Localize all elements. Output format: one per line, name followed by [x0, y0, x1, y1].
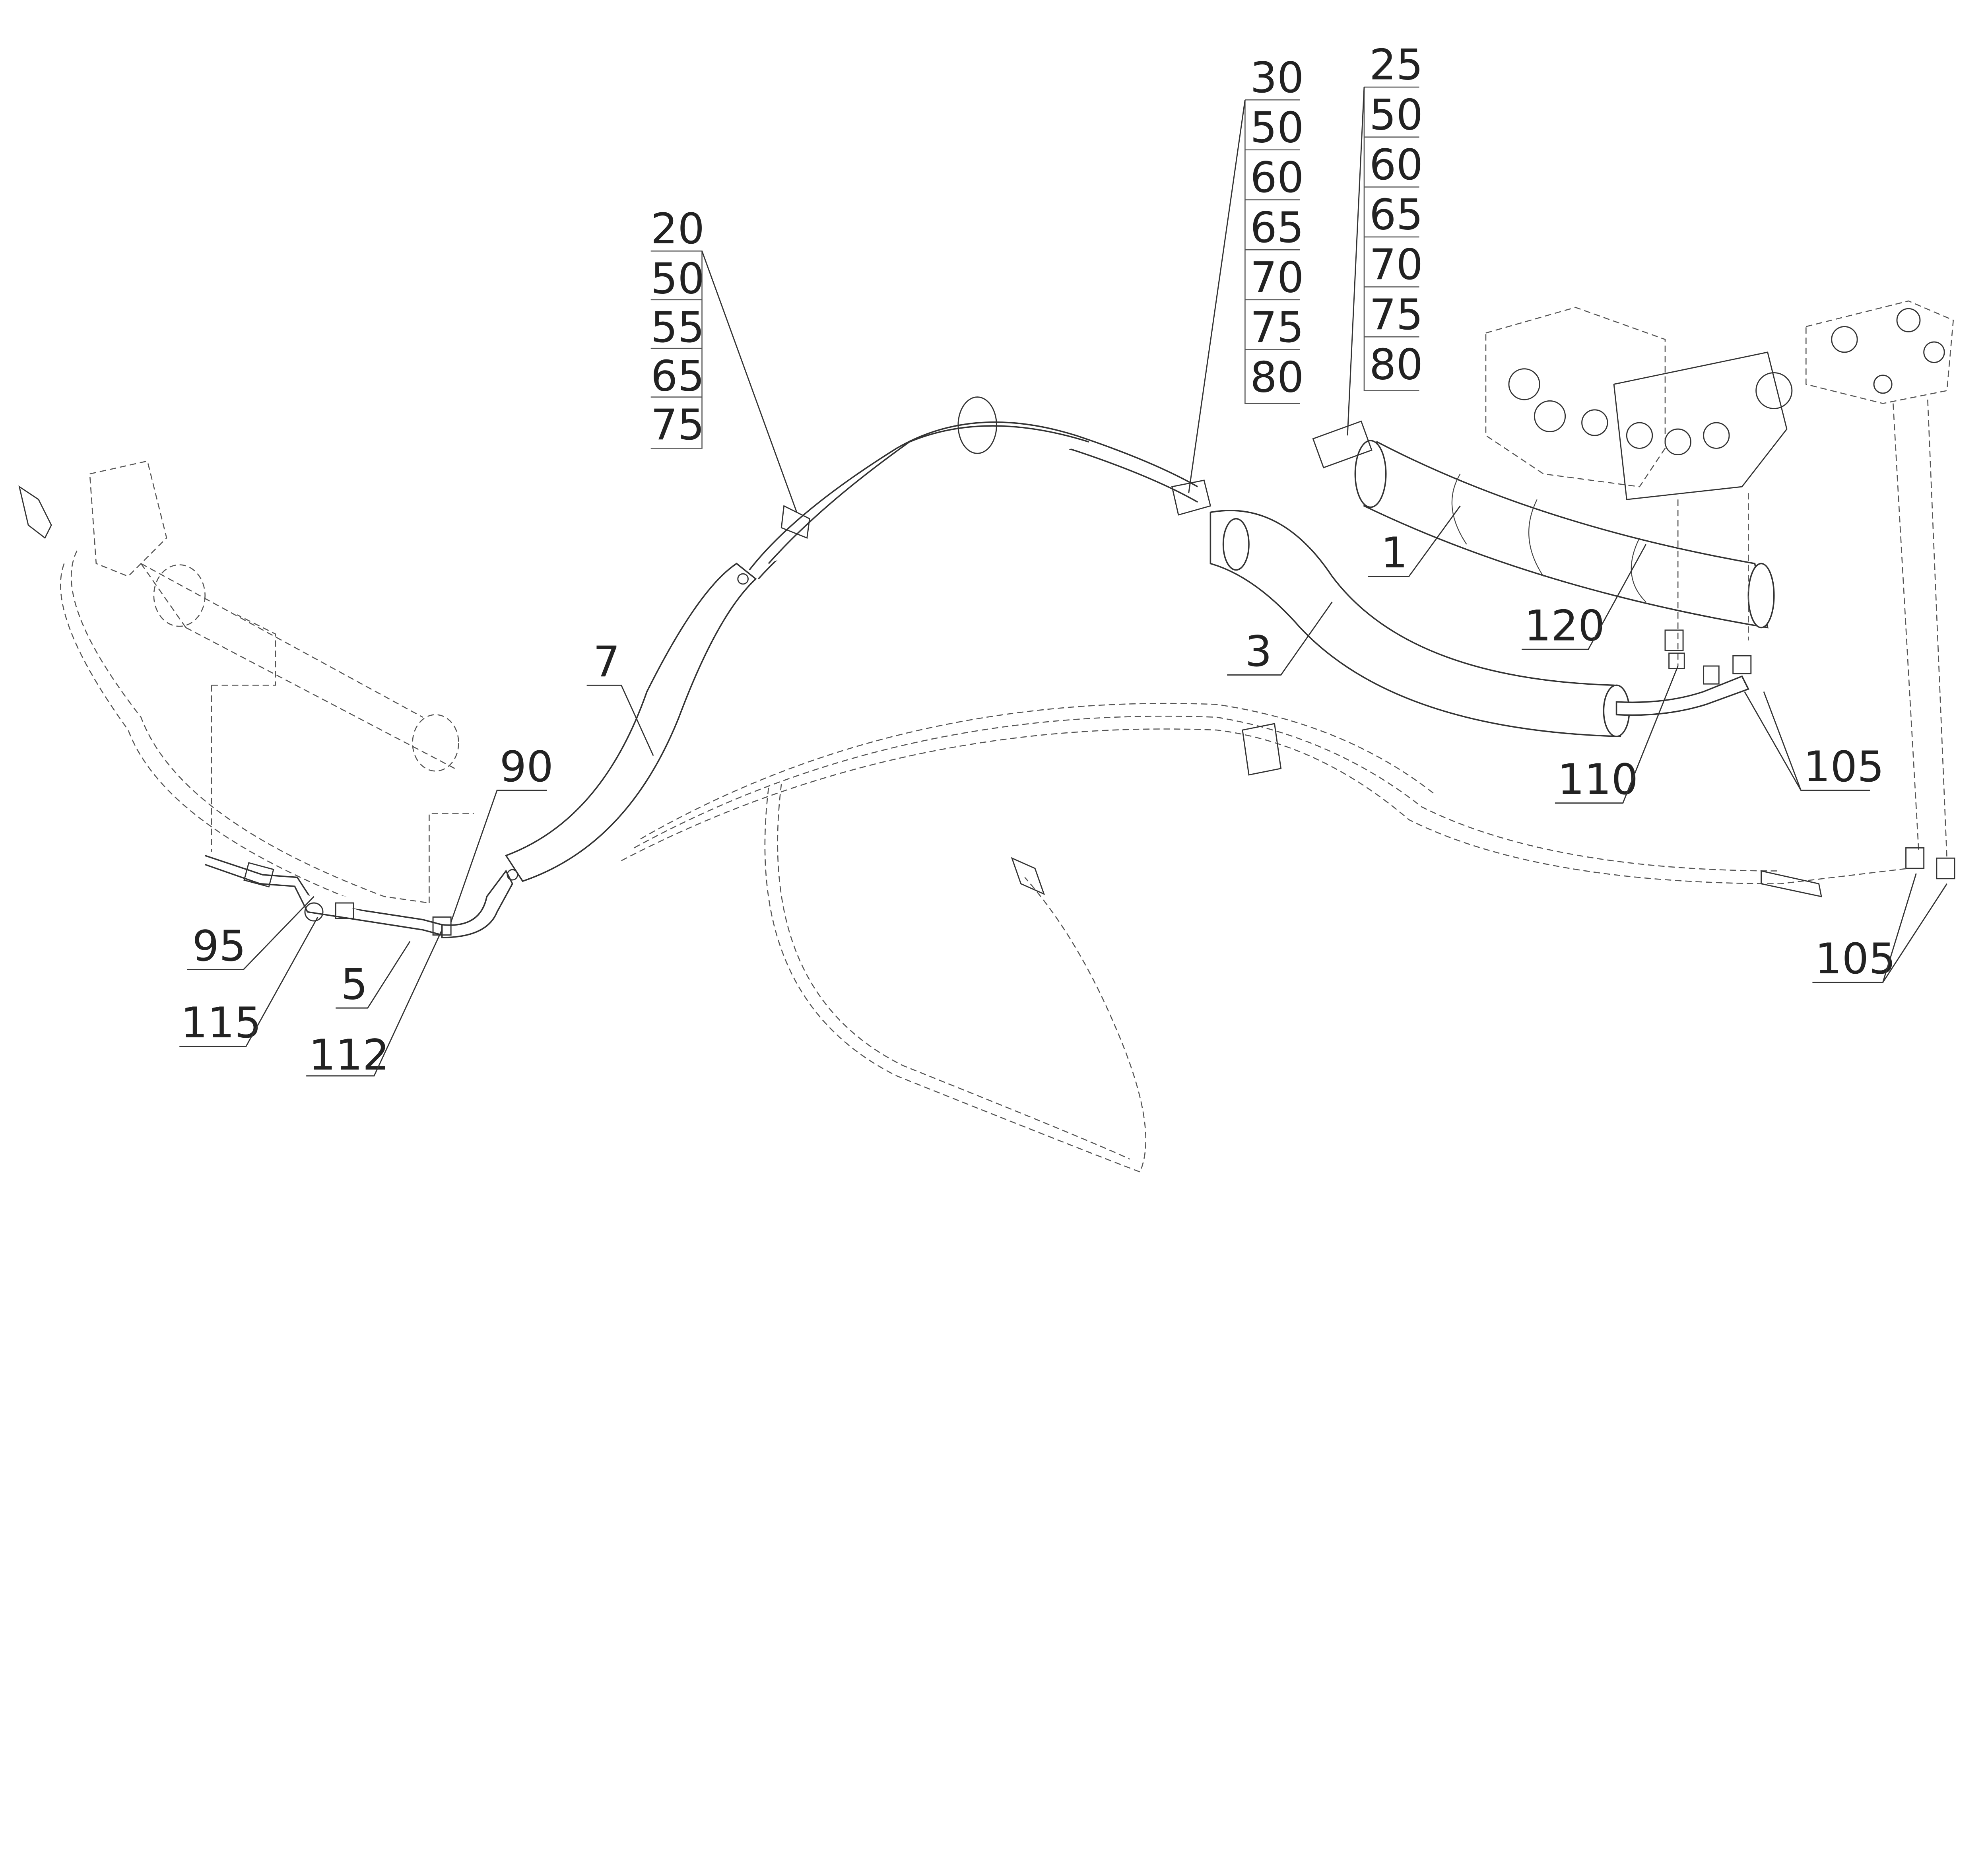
- callout-label: 105: [1815, 934, 1896, 984]
- callout-label: 75: [1369, 290, 1423, 340]
- callout-label: 65: [1250, 203, 1304, 252]
- callout-95: 95: [187, 896, 315, 971]
- valve-block-main: [1485, 307, 1793, 666]
- callout-label: 20: [651, 204, 705, 254]
- callout-label: 50: [1369, 90, 1423, 140]
- callout-label: 1: [1381, 528, 1408, 578]
- fittings: [1664, 629, 1955, 879]
- callout-5: 5: [336, 941, 411, 1010]
- callout-label: 110: [1557, 755, 1638, 804]
- callout-label: 105: [1804, 742, 1884, 792]
- callout-stack-25: 25 50 60 65 70 75 80: [1347, 41, 1423, 436]
- callout-label: 55: [651, 303, 705, 352]
- callout-label: 7: [593, 637, 620, 687]
- callout-label: 120: [1524, 602, 1605, 651]
- callout-label: 25: [1369, 41, 1423, 90]
- callout-110: 110: [1555, 666, 1679, 804]
- callout-label: 50: [1250, 103, 1304, 153]
- callout-label: 75: [651, 400, 705, 450]
- callout-90: 90: [450, 742, 553, 922]
- hydraulic-cylinder: [18, 460, 474, 912]
- callout-label: 115: [181, 998, 261, 1048]
- callout-label: 80: [1250, 353, 1304, 402]
- callout-label: 65: [1369, 190, 1423, 240]
- hose-3-sleeve: [1209, 510, 1749, 738]
- callout-stack-20: 20 50 55 65 75: [650, 204, 798, 513]
- callout-label: 75: [1250, 303, 1304, 352]
- callout-label: 30: [1250, 53, 1304, 103]
- callout-label: 5: [341, 960, 368, 1010]
- callout-label: 50: [651, 254, 705, 304]
- callout-3: 3: [1227, 602, 1333, 676]
- valve-block-right: [1806, 300, 1954, 858]
- hose-7-sleeve: [505, 396, 1211, 882]
- callout-label: 3: [1245, 627, 1272, 676]
- callout-label: 90: [500, 742, 553, 792]
- callout-label: 70: [1369, 240, 1423, 289]
- callout-105-top: 105: [1744, 691, 1884, 792]
- hydraulic-hose-assembly-diagram: 20 50 55 65 75 30 50 60 65 70 75 80 25 5…: [18, 41, 1955, 1173]
- callout-label: 60: [1369, 140, 1423, 190]
- callout-label: 112: [309, 1031, 390, 1080]
- callout-1: 1: [1368, 505, 1461, 578]
- callout-105-bottom: 105: [1812, 873, 1947, 984]
- callout-7: 7: [586, 637, 654, 756]
- sleeve-part-1: [1312, 420, 1775, 629]
- callout-stack-30: 30 50 60 65 70 75 80: [1188, 53, 1304, 493]
- callout-120: 120: [1522, 544, 1646, 651]
- steel-pipe-5: [205, 855, 513, 938]
- callout-112: 112: [306, 930, 443, 1080]
- callout-115: 115: [179, 916, 318, 1048]
- callout-label: 80: [1369, 340, 1423, 390]
- callout-label: 95: [192, 922, 246, 971]
- callout-label: 60: [1250, 153, 1304, 202]
- callout-label: 70: [1250, 253, 1304, 302]
- phantom-hoses: [621, 703, 1909, 1173]
- callout-label: 65: [651, 351, 705, 401]
